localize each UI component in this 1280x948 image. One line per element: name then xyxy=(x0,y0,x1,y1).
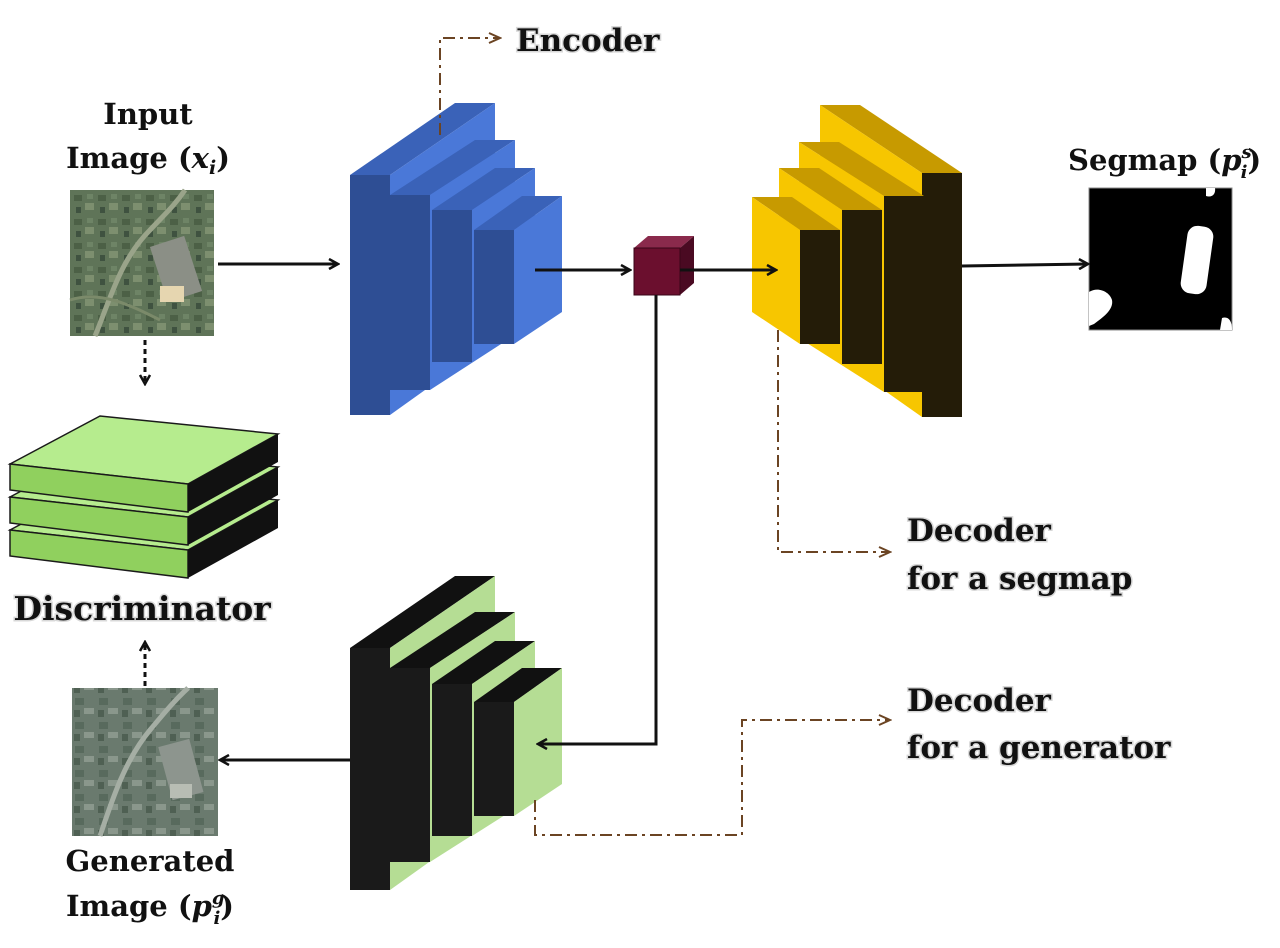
segmap-image xyxy=(1088,187,1233,331)
generated-satellite-image xyxy=(72,686,218,837)
encoder-block xyxy=(350,103,562,415)
discriminator-block xyxy=(7,415,281,579)
decoder-generator-label-line2: for a generator xyxy=(907,730,1171,766)
input-satellite-image xyxy=(69,188,214,337)
arrow-bottleneck-to-gen-decoder xyxy=(538,295,658,744)
annotation-encoder xyxy=(439,38,500,135)
decoder-generator-label-line1: Decoder xyxy=(907,683,1052,719)
encoder-layer-4-side xyxy=(474,230,514,344)
annotation-lines xyxy=(439,38,890,836)
encoder-label: Encoder xyxy=(516,23,660,59)
encoder-layer-2-side xyxy=(390,195,430,390)
encoder-layer-2-top xyxy=(390,140,515,195)
discriminator-label: Discriminator xyxy=(13,589,271,628)
bottleneck-cube xyxy=(633,236,694,296)
encoder-layer-3-top xyxy=(432,168,535,210)
flow-arrows xyxy=(145,264,1088,760)
input-image-label-line2: Image (xi) xyxy=(66,141,230,179)
annotation-decoder-generator xyxy=(534,720,890,836)
segmap-decoder-block xyxy=(752,105,962,417)
decoder-segmap-label-line2: for a segmap xyxy=(907,561,1132,597)
encoder-layer-1-side xyxy=(350,175,390,415)
arrow-seg-decoder-to-segmap xyxy=(961,264,1088,266)
encoder-layer-4-top xyxy=(474,196,562,230)
encoder-layer-3-side xyxy=(432,210,472,362)
input-image-label-line1: Input xyxy=(103,97,193,131)
encoder-layer-1-top xyxy=(350,103,495,175)
generator-decoder-block xyxy=(350,576,562,890)
generated-image-label-line1: Generated xyxy=(66,844,235,878)
decoder-segmap-label-line1: Decoder xyxy=(907,513,1052,549)
